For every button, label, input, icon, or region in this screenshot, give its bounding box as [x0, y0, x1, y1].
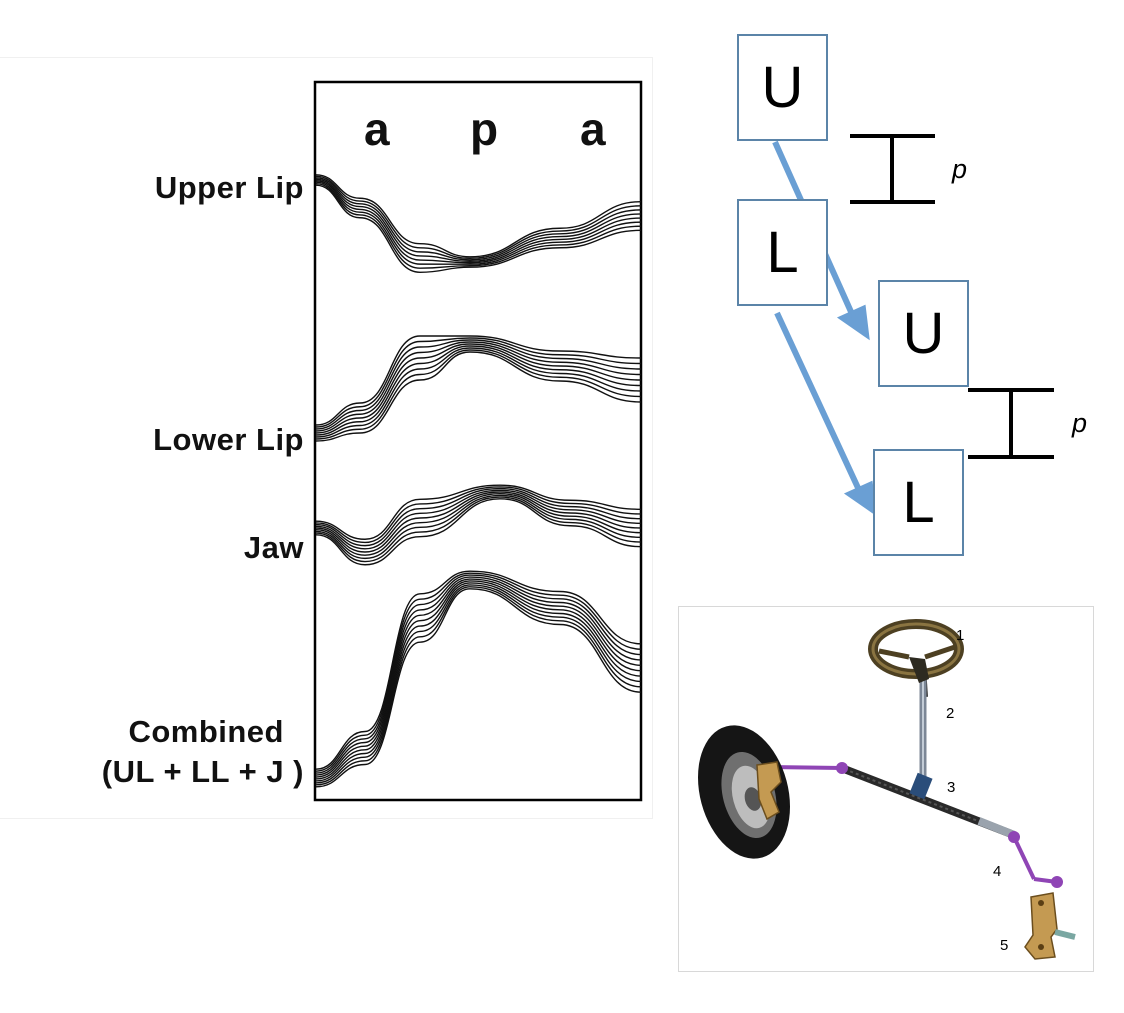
jaw-trace: [315, 484, 642, 540]
row-label-combined: Combined: [128, 714, 284, 749]
upper-lip-trace: [315, 183, 642, 269]
steering-system-illustration: 1 2 3 4 5: [678, 606, 1094, 972]
upper-lip-trace: [315, 174, 642, 258]
jaw-trace: [315, 489, 642, 550]
trace-frame: [313, 80, 643, 802]
tie-rods: [763, 761, 1063, 888]
part-number-2: 2: [946, 705, 955, 722]
combined-trace: [315, 570, 642, 770]
upper-lip-trace: [315, 181, 642, 265]
column-label-a-2: a: [580, 103, 606, 155]
lower-lip-trace: [315, 341, 642, 432]
jaw-trace: [315, 492, 642, 556]
jaw-trace: [315, 494, 642, 560]
combined-trace: [315, 586, 642, 786]
lower-lip-trace: [315, 345, 642, 436]
combined-trace: [315, 572, 642, 772]
combined-trace: [315, 580, 642, 780]
jaw-trace: [315, 491, 642, 553]
column-label-p: p: [470, 103, 499, 155]
articulator-trace-figure: a p a Upper Lip Lower Lip Jaw Combined (…: [0, 58, 652, 818]
steering-rack: [837, 763, 1016, 839]
steering-wheel: [868, 619, 964, 683]
trace-lines: [315, 174, 642, 788]
upper-lip-box-2: U: [878, 280, 969, 387]
combined-trace: [315, 584, 642, 784]
combined-trace: [315, 582, 642, 782]
jaw-trace: [315, 498, 642, 566]
interval-bar-1: [850, 134, 935, 204]
lower-lip-trace: [315, 349, 642, 440]
upper-lip-trace: [315, 178, 642, 262]
upper-lip-trace: [315, 180, 642, 264]
interval-bar-2: [968, 388, 1054, 459]
lower-lip-trace: [315, 337, 642, 428]
upper-lip-trace: [315, 184, 642, 274]
jaw-trace: [315, 487, 642, 547]
combined-trace: [315, 576, 642, 776]
combined-trace: [315, 574, 642, 774]
column-label-a-1: a: [364, 103, 390, 155]
combined-trace: [315, 578, 642, 778]
lower-lip-trace: [315, 343, 642, 434]
row-label-upper-lip: Upper Lip: [154, 170, 304, 205]
jaw-trace: [315, 486, 642, 544]
trace-plot: [313, 80, 643, 802]
arrow-l-to-l: [774, 311, 877, 517]
part-number-4: 4: [993, 863, 1002, 880]
lower-lip-trace: [315, 347, 642, 438]
row-label-combined-formula: (UL + LL + J ): [101, 754, 304, 789]
upper-lip-box-1: U: [737, 34, 828, 141]
steering-drawing: [697, 619, 1076, 960]
row-label-jaw: Jaw: [243, 530, 304, 565]
part-number-5: 5: [1000, 937, 1009, 954]
interval-label-p-1: p: [952, 154, 968, 184]
part-number-3: 3: [947, 779, 956, 796]
jaw-trace: [315, 496, 642, 563]
right-steering-knuckle: [1024, 892, 1076, 960]
upper-lip-trace: [315, 175, 642, 259]
upper-lip-trace: [315, 177, 642, 261]
lower-lip-trace: [315, 335, 642, 426]
lower-lip-trace: [315, 339, 642, 430]
lower-lip-box-1: L: [737, 199, 828, 306]
lower-lip-trace: [315, 351, 642, 442]
row-label-lower-lip: Lower Lip: [153, 422, 304, 457]
part-number-1: 1: [956, 627, 965, 644]
interval-label-p-2: p: [1072, 408, 1088, 438]
left-wheel: [697, 725, 791, 859]
lower-lip-box-2: L: [873, 449, 964, 556]
combined-trace: [315, 588, 642, 788]
